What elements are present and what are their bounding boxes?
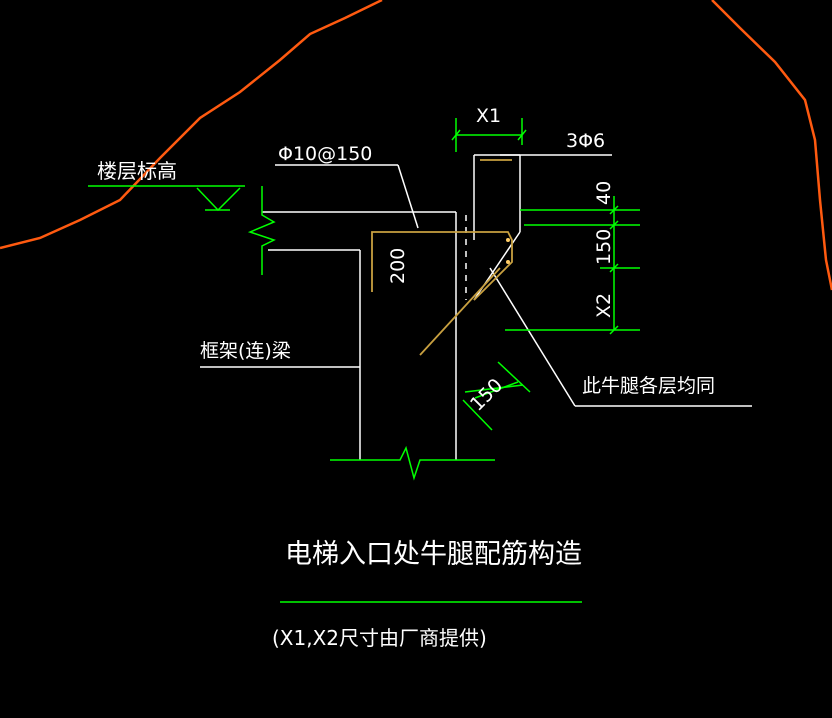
dim-40-label: 40	[593, 181, 615, 205]
rebar-spec-label: Φ10@150	[278, 143, 372, 165]
drawing-subtitle: (X1,X2尺寸由厂商提供)	[272, 626, 487, 650]
corbel-note-label: 此牛腿各层均同	[582, 375, 715, 397]
dim-150-vertical-label: 150	[593, 229, 615, 265]
structure-outline	[200, 154, 752, 460]
dim-200-label: 200	[387, 248, 409, 284]
dimension-lines	[88, 118, 640, 603]
rebar-dot	[506, 260, 510, 264]
boundary-line-right	[711, 0, 832, 291]
dim-x1-label: X1	[476, 105, 501, 127]
rebar-dot	[506, 238, 510, 242]
rebar	[371, 159, 513, 356]
top-bars-label: 3Φ6	[566, 130, 605, 152]
floor-level-label: 楼层标高	[97, 159, 177, 183]
boundary-line-left	[0, 0, 383, 250]
drawing-title: 电梯入口处牛腿配筋构造	[285, 539, 582, 570]
frame-beam-label: 框架(连)梁	[200, 340, 291, 362]
dim-x2-label: X2	[593, 293, 615, 318]
